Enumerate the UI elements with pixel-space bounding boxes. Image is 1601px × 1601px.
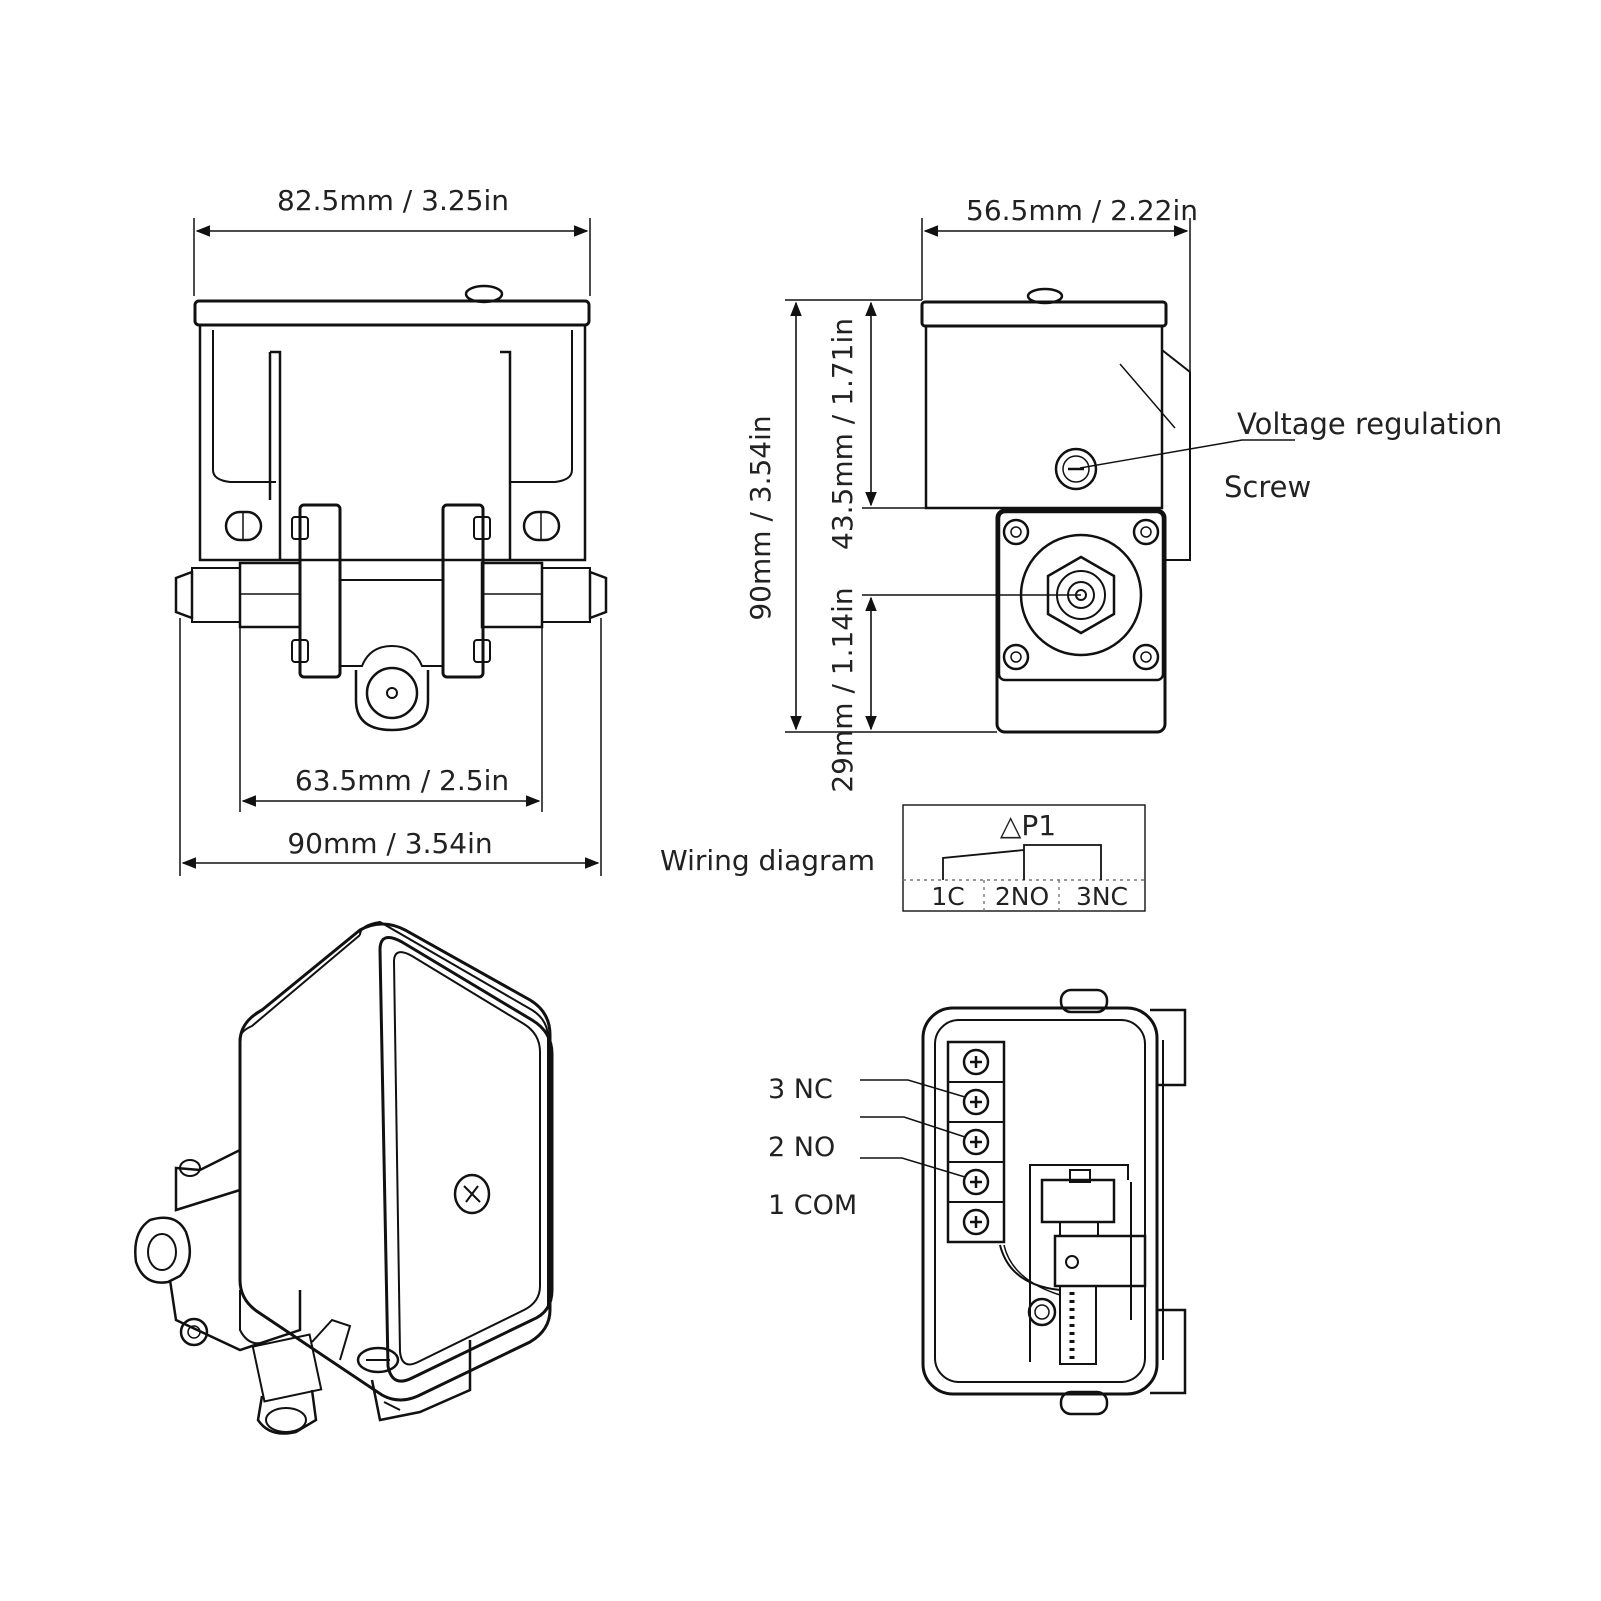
isometric-view — [134, 920, 554, 1435]
terminal-label-2no: 2 NO — [768, 1132, 835, 1163]
terminal-2no: 2NO — [995, 882, 1049, 911]
voltage-regulation-screw-icon — [1054, 447, 1098, 491]
front-flanges — [291, 503, 491, 732]
side-upper-housing — [920, 287, 1191, 561]
terminal-label-1com: 1 COM — [768, 1190, 857, 1221]
pressure-symbol: △P1 — [1000, 809, 1056, 842]
screw-label: Screw — [1224, 470, 1311, 504]
side-view: 56.5mm / 2.22in — [744, 194, 1502, 793]
terminal-3nc: 3NC — [1076, 882, 1128, 911]
side-lower-block — [995, 508, 1167, 734]
wiring-diagram-caption: Wiring diagram — [660, 844, 875, 877]
terminal-screws — [962, 1048, 990, 1236]
lower-height-label: 29mm / 1.14in — [826, 587, 859, 792]
wiring-diagram: Wiring diagram △P1 1C 2NO 3NC — [660, 804, 1146, 912]
depth-label: 56.5mm / 2.22in — [966, 194, 1198, 227]
terminal-label-3nc: 3 NC — [768, 1074, 833, 1105]
port-span-label: 63.5mm / 2.5in — [295, 764, 509, 797]
upper-height-label: 43.5mm / 1.71in — [826, 318, 859, 550]
front-cover — [193, 284, 591, 562]
front-ports — [174, 561, 608, 629]
overall-width-label: 90mm / 3.54in — [287, 827, 492, 860]
terminal-1c: 1C — [931, 882, 964, 911]
micro-switch — [999, 1164, 1147, 1365]
cover-screw-icon — [453, 1173, 491, 1215]
cover-front-panel — [378, 936, 554, 1383]
terminal-block-view: 3 NC 2 NO 1 COM — [768, 988, 1187, 1416]
voltage-regulation-label: Voltage regulation — [1237, 407, 1502, 441]
top-width-label: 82.5mm / 3.25in — [277, 184, 509, 217]
height-label: 90mm / 3.54in — [744, 415, 777, 620]
terminal-strip — [946, 1040, 1006, 1244]
front-view: 82.5mm / 3.25in — [174, 184, 608, 876]
